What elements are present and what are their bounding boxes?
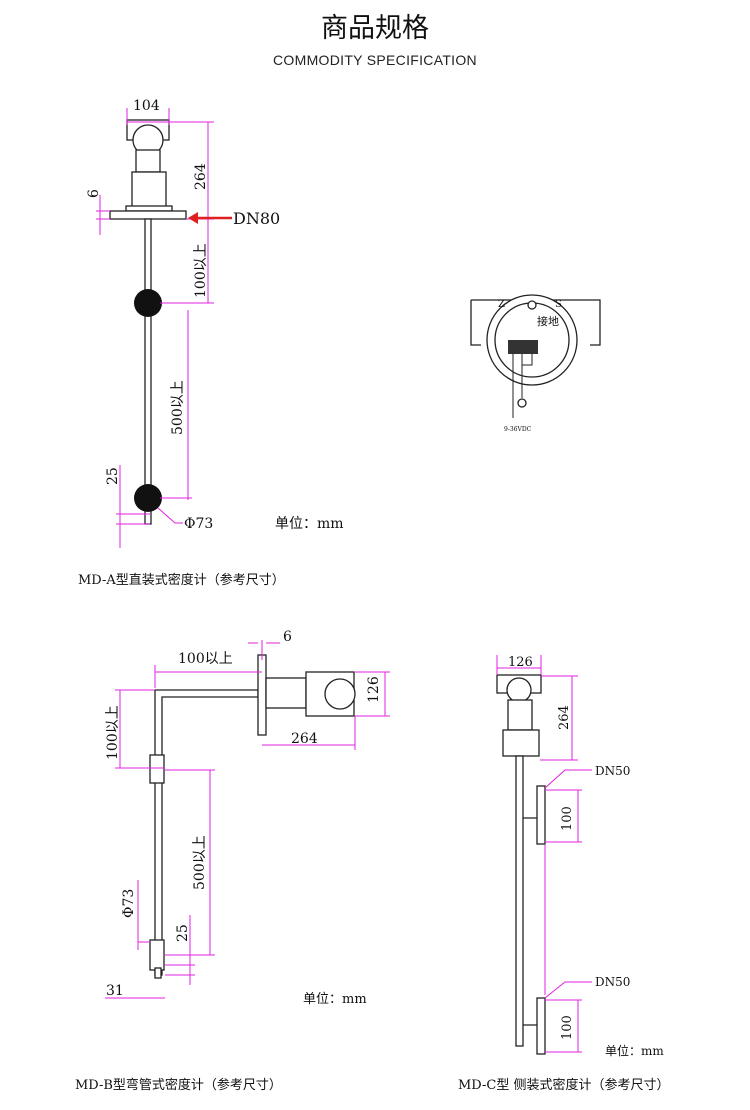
unit-label-a: 单位：mm [275, 516, 344, 532]
dim-bottom: 25 [105, 467, 121, 485]
dim-height: 264 [193, 163, 209, 190]
dim-flange-top-size: 100 [560, 806, 575, 831]
terminal-s: S [555, 299, 562, 310]
dim-length: 264 [291, 731, 318, 747]
label-dn50-bottom: DN50 [595, 975, 630, 989]
neck [131, 171, 167, 209]
float-ball-bottom [134, 484, 162, 512]
dim-flange-thk: 6 [283, 629, 292, 645]
flange [109, 210, 187, 220]
supply-label: 9-36VDC [504, 426, 532, 433]
model-c-drawing: 126 264 DN50 DN50 100 100 单位：mm MD-C型 侧装… [458, 655, 669, 1093]
caption-model-a: MD-A型直装式密度计（参考尺寸） [78, 572, 285, 588]
float-top [149, 754, 165, 784]
unit-label-b: 单位：mm [303, 992, 367, 1007]
flange-bottom [536, 997, 546, 1055]
dim-gap2: 500以上 [170, 380, 186, 435]
dim-flange-thk: 6 [86, 189, 102, 198]
float-bottom [149, 939, 165, 971]
dim-tip: 31 [106, 983, 124, 999]
unit-label-c: 单位：mm [605, 1043, 664, 1058]
dim-width: 104 [133, 98, 160, 114]
float-ball-top [134, 289, 162, 317]
flange-top [536, 785, 546, 845]
pipe [515, 755, 524, 1047]
terminal-z: Z [498, 299, 505, 310]
dim-gap1: 100以上 [105, 705, 121, 760]
dim-gap1: 100以上 [193, 243, 209, 298]
caption-model-b: MD-B型弯管式密度计（参考尺寸） [75, 1077, 282, 1093]
page-title: 商品规格 [321, 13, 429, 44]
flange [257, 654, 267, 736]
dim-horizontal: 100以上 [178, 651, 233, 667]
ground-label: 接地 [537, 315, 559, 328]
rod [144, 218, 152, 525]
label-dn80: DN80 [233, 209, 280, 228]
page-subtitle: COMMODITY SPECIFICATION [273, 52, 477, 68]
caption-model-c: MD-C型 侧装式密度计（参考尺寸） [458, 1077, 669, 1093]
dim-gap2: 500以上 [192, 835, 208, 890]
dim-diameter: Φ73 [184, 516, 213, 532]
dim-bottom: 25 [175, 924, 191, 942]
neck [502, 729, 540, 757]
dim-flange-bottom-size: 100 [560, 1015, 575, 1040]
dim-height: 126 [366, 676, 382, 703]
dim-width: 126 [508, 655, 533, 670]
label-dn50-top: DN50 [595, 764, 630, 778]
dim-diameter: Φ73 [121, 889, 137, 918]
dim-height: 264 [557, 705, 572, 730]
model-b-drawing: 6 100以上 126 264 100以上 500以上 Φ73 25 31 单位… [75, 629, 390, 1093]
wiring-diagram: Z S 接地 9-36VDC [470, 294, 601, 433]
model-a-drawing: 104 264 6 DN80 100以上 500以上 25 Φ73 单位：mm … [78, 98, 344, 588]
neck [265, 677, 307, 709]
